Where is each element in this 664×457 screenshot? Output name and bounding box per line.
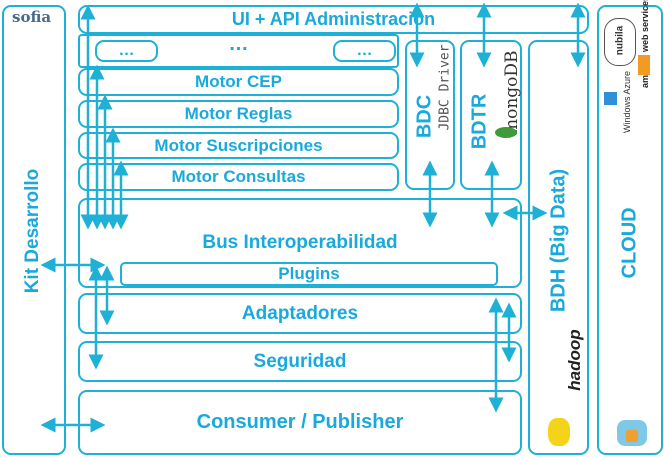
- sofia-logo: sofia: [12, 8, 52, 26]
- ellipsis-center: …: [228, 32, 249, 55]
- hadoop-elephant-icon: [548, 418, 570, 446]
- bus-interoperabilidad: Bus Interoperabilidad: [78, 198, 522, 288]
- motor-suscripciones: Motor Suscripciones: [78, 132, 399, 159]
- module-placeholder-left: …: [95, 40, 158, 62]
- module-placeholder-right: …: [333, 40, 396, 62]
- bus-label: Bus Interoperabilidad: [202, 232, 398, 253]
- nubila-cloud-icon: [604, 18, 636, 66]
- kit-desarrollo-box: [2, 5, 66, 455]
- mongodb-leaf-icon: [495, 127, 517, 138]
- bdh-box: [528, 40, 589, 455]
- lock-icon: [626, 430, 638, 442]
- seguridad-box: Seguridad: [78, 341, 522, 382]
- ui-api-box: UI + API Administración: [78, 5, 589, 34]
- windows-azure-icon: [604, 92, 617, 105]
- motor-cep: Motor CEP: [78, 68, 399, 96]
- plugins-box: Plugins: [120, 262, 498, 286]
- motor-consultas: Motor Consultas: [78, 163, 399, 191]
- motor-reglas: Motor Reglas: [78, 100, 399, 128]
- cloud-box: [597, 5, 663, 455]
- amazon-boxes-icon: [638, 55, 650, 75]
- extra-modules-container: …: [78, 32, 399, 68]
- adaptadores-box: Adaptadores: [78, 293, 522, 334]
